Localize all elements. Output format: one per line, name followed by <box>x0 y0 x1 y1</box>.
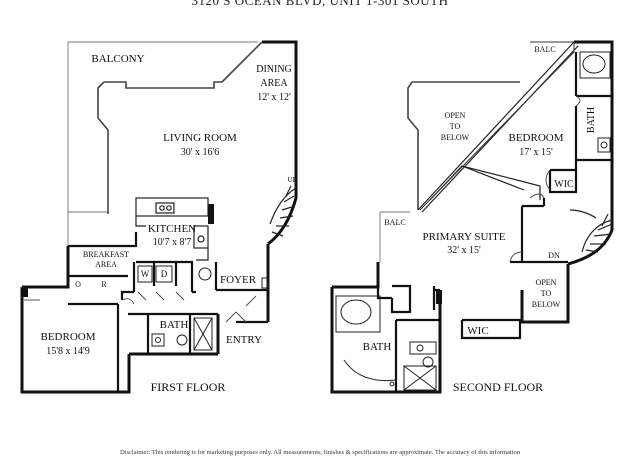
dining-area-label: AREA <box>260 78 288 89</box>
first-floor-exterior-walls <box>20 40 298 394</box>
breakfast-label: BREAKFAST <box>83 250 129 259</box>
open-below-1-line2: TO <box>450 122 461 131</box>
bedroom-window-jamb <box>22 287 28 297</box>
first-floor-title: FIRST FLOOR <box>151 380 226 394</box>
living-window-wall <box>97 41 263 214</box>
living-room-dims: 30' x 16'6 <box>181 147 220 158</box>
oven-label: O <box>75 280 81 289</box>
balcony-label: BALCONY <box>91 53 144 65</box>
dryer-label: D <box>161 269 168 279</box>
first-floor-bedroom-label: BEDROOM <box>40 331 95 343</box>
first-floor-fixtures <box>151 277 269 351</box>
kitchen-dims: 10'7 x 8'7 <box>153 237 192 248</box>
first-floor-stair <box>269 185 297 237</box>
second-floor-bedroom-dims: 17' x 15' <box>519 147 553 158</box>
first-floor-plan: BALCONY DINING AREA 12' x 12' LIVING ROO… <box>20 40 298 394</box>
primary-wall-jamb <box>436 290 442 304</box>
primary-bath-label: BATH <box>363 341 392 353</box>
kitchen-fridge-wall <box>208 204 214 224</box>
first-floor-bath-label: BATH <box>160 319 189 331</box>
second-floor-exterior-walls <box>330 40 614 394</box>
second-floor-title: SECOND FLOOR <box>453 380 543 394</box>
second-floor-doors <box>509 95 581 263</box>
laundry-appliances <box>137 265 212 283</box>
dining-dims: 12' x 12' <box>257 92 291 103</box>
entry-label: ENTRY <box>226 334 262 346</box>
living-room-label: LIVING ROOM <box>163 132 237 144</box>
primary-suite-dims: 32' x 15' <box>447 245 481 256</box>
open-below-1-line1: OPEN <box>445 111 466 120</box>
open-below-2-line3: BELOW <box>532 300 561 309</box>
second-floor-plan: BALC OPEN TO BELOW BEDROOM 17' x 15' BAT… <box>330 40 614 394</box>
second-floor-interior-walls <box>376 198 568 392</box>
second-floor-bedroom-bath-label: BATH <box>586 107 597 133</box>
balc-diagonal-railing <box>419 41 575 211</box>
washer-label: W <box>141 269 150 279</box>
second-floor-dn-label: DN <box>548 251 560 260</box>
marketing-disclaimer: Disclaimer: This rendering is for market… <box>119 449 521 456</box>
dining-label: DINING <box>256 64 292 75</box>
first-floor-interior-walls <box>68 232 268 392</box>
second-floor-window-wall <box>407 81 520 210</box>
open-below-2-line1: OPEN <box>536 278 557 287</box>
breakfast-area-label: AREA <box>95 260 117 269</box>
first-floor-bedroom-dims: 15'8 x 14'9 <box>46 346 90 357</box>
kitchen-label: KITCHEN <box>148 223 196 235</box>
refrigerator-label: R <box>101 280 107 289</box>
open-below-1-line3: BELOW <box>441 133 470 142</box>
foyer-label: FOYER <box>220 274 257 286</box>
second-floor-balc-left-label: BALC <box>384 218 405 227</box>
primary-wic-label: WIC <box>467 325 488 337</box>
second-floor-stair <box>569 209 613 253</box>
second-floor-balc-top-label: BALC <box>534 45 555 54</box>
open-below-2-line2: TO <box>541 289 552 298</box>
primary-suite-label: PRIMARY SUITE <box>422 231 505 243</box>
bedroom-bath-fixtures <box>579 51 611 153</box>
second-floor-bedroom-bath <box>548 52 612 194</box>
bedroom-wic-label: WIC <box>554 179 574 190</box>
second-floor-bedroom-label: BEDROOM <box>508 132 563 144</box>
page-title: 3120 S OCEAN BLVD, UNIT 1-301 SOUTH <box>191 0 449 8</box>
primary-bath-fixtures <box>335 295 437 391</box>
balcony-outline <box>67 41 258 246</box>
first-floor-up-label: UP <box>288 176 297 184</box>
first-floor-doors <box>24 291 257 323</box>
